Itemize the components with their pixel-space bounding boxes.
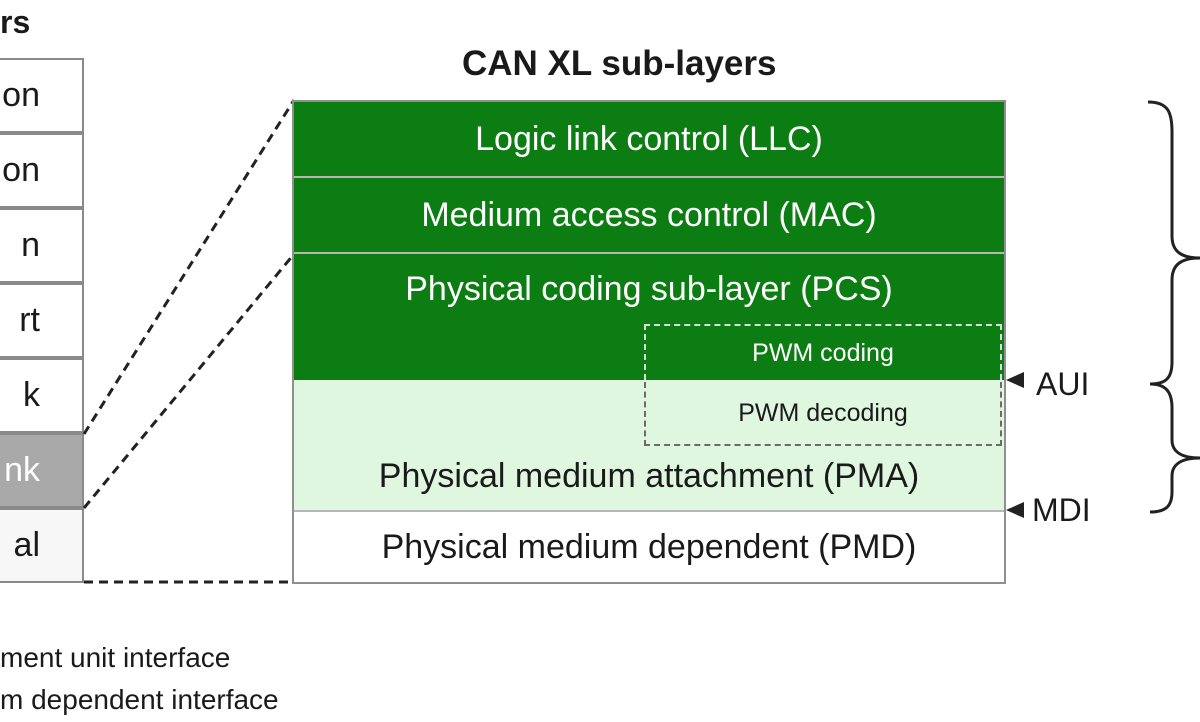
layer-pma-label: Physical medium attachment (PMA) <box>378 457 920 495</box>
brace-lower-bottom <box>1149 456 1200 514</box>
aui-label: AUI <box>1036 366 1090 402</box>
layer-pmd-label: Physical medium dependent (PMD) <box>381 527 917 566</box>
layer-llc-label: Logic link control (LLC) <box>475 119 823 158</box>
aui-arrow-icon <box>1006 372 1024 388</box>
legend-aui-definition: ment unit interface <box>0 642 231 673</box>
pwm-coding-box: PWM coding <box>644 324 1002 380</box>
separator <box>294 252 1004 254</box>
separator <box>294 510 1004 512</box>
legend-mdi-definition: m dependent interface <box>0 684 279 715</box>
osi-layer-label: ion <box>0 151 40 189</box>
separator <box>294 176 1004 178</box>
pwm-decoding-box: PWM decoding <box>644 382 1002 446</box>
osi-layer-application: on <box>0 58 84 133</box>
osi-layer-data-link: nk <box>0 433 84 508</box>
osi-layer-label: n <box>21 226 40 264</box>
brace-upper-lower <box>1149 256 1200 386</box>
osi-layer-label: al <box>13 526 40 564</box>
osi-layer-label: rt <box>19 301 40 339</box>
layer-pcs-label: Physical coding sub-layer (PCS) <box>405 270 893 308</box>
zoom-line-middle <box>82 253 296 509</box>
layer-llc: Logic link control (LLC) <box>294 102 1004 176</box>
brace-upper <box>1147 100 1200 260</box>
mdi-label: MDI <box>1032 492 1091 528</box>
layer-mac-label: Medium access control (MAC) <box>421 195 877 234</box>
osi-layers-title: rs <box>0 4 31 40</box>
osi-layer-network: k <box>0 358 84 433</box>
canxl-stack-border <box>292 100 1006 584</box>
pwm-decoding-label: PWM decoding <box>738 398 908 427</box>
layer-pmd: Physical medium dependent (PMD) <box>294 512 1004 582</box>
layer-mac: Medium access control (MAC) <box>294 178 1004 252</box>
osi-layer-label: on <box>2 76 40 114</box>
osi-layer-physical: al <box>0 508 84 583</box>
osi-layer-presentation: ion <box>0 133 84 208</box>
pwm-coding-label: PWM coding <box>752 338 894 367</box>
canxl-title: CAN XL sub-layers <box>462 44 777 83</box>
osi-layer-session: n <box>0 208 84 283</box>
osi-layer-transport: rt <box>0 283 84 358</box>
zoom-line-top <box>82 99 296 435</box>
brace-lower-top <box>1149 382 1200 460</box>
osi-layer-label: k <box>23 376 40 414</box>
osi-layer-label: nk <box>4 451 40 489</box>
mdi-arrow-icon <box>1006 502 1024 518</box>
